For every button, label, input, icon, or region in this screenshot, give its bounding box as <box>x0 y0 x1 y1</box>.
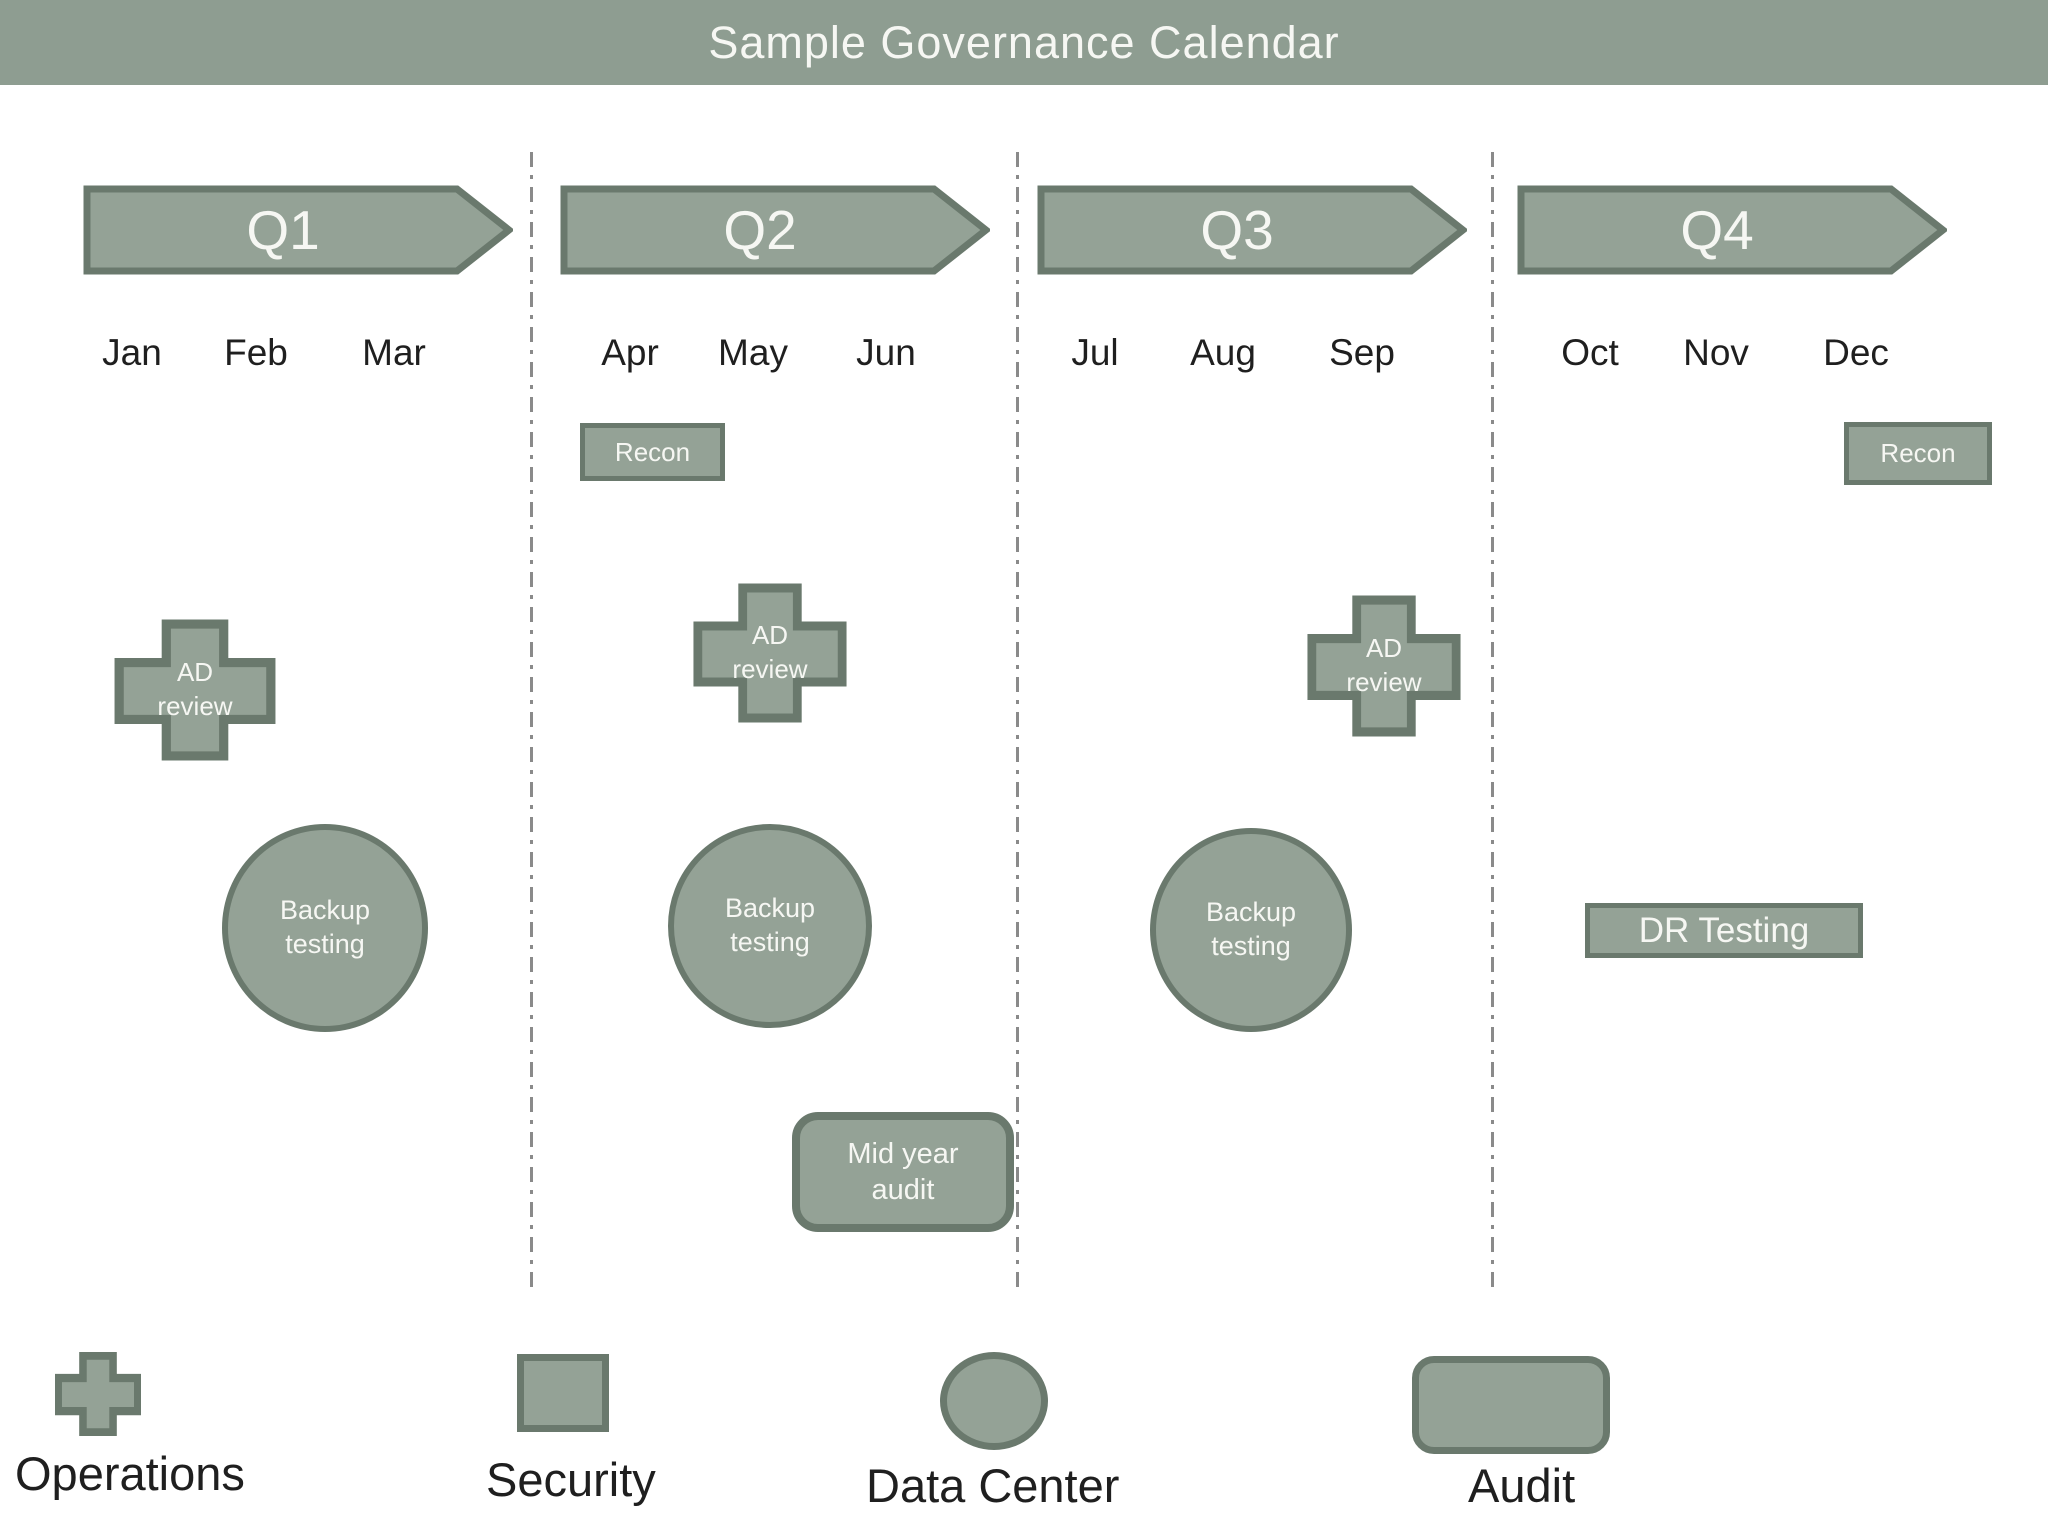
event-backup-testing-q1: Backup testing <box>222 824 428 1032</box>
legend-label-security: Security <box>486 1453 656 1506</box>
month-label-jan: Jan <box>102 332 162 373</box>
event-label: Mid year audit <box>847 1137 959 1206</box>
title-bar: Sample Governance Calendar <box>0 0 2048 85</box>
month-label-apr: Apr <box>601 332 659 373</box>
cross-icon <box>693 583 847 723</box>
event-mid-year-audit: Mid year audit <box>792 1112 1014 1232</box>
month-label-jul: Jul <box>1071 332 1119 373</box>
quarter-arrow-q1: Q1 <box>83 185 513 275</box>
arrow-right-icon <box>83 185 513 275</box>
legend-data-center-swatch <box>940 1352 1048 1450</box>
legend-label-operations: Operations <box>15 1447 245 1500</box>
arrow-right-icon <box>560 185 990 275</box>
event-ad-review-q3: AD review <box>1306 594 1462 738</box>
cross-icon <box>1307 595 1461 737</box>
event-label: AD review <box>732 620 808 684</box>
cross-icon <box>114 619 276 761</box>
quarter-label-q1: Q1 <box>246 199 320 261</box>
quarter-label-q2: Q2 <box>723 199 797 261</box>
month-label-may: May <box>718 332 788 373</box>
event-backup-testing-q2: Backup testing <box>668 824 872 1028</box>
quarter-label-q4: Q4 <box>1680 199 1754 261</box>
legend-audit-swatch <box>1412 1356 1610 1454</box>
quarter-arrow-q2: Q2 <box>560 185 990 275</box>
arrow-right-icon <box>1037 185 1467 275</box>
month-label-oct: Oct <box>1561 332 1619 373</box>
legend-security-swatch <box>517 1354 609 1432</box>
event-label: Backup testing <box>1205 897 1297 961</box>
quarter-divider-q1-q2 <box>530 152 533 1288</box>
event-dr-testing: DR Testing <box>1585 903 1863 958</box>
page-title: Sample Governance Calendar <box>708 16 1340 68</box>
event-recon-apr: Recon <box>580 423 725 481</box>
quarter-arrow-q3: Q3 <box>1037 185 1467 275</box>
month-label-dec: Dec <box>1823 332 1889 373</box>
quarter-label-q3: Q3 <box>1200 199 1274 261</box>
month-label-feb: Feb <box>224 332 288 373</box>
month-label-sep: Sep <box>1329 332 1395 373</box>
event-label: Backup testing <box>724 893 816 957</box>
month-label-jun: Jun <box>856 332 916 373</box>
cross-icon <box>55 1352 141 1436</box>
quarter-arrow-q4: Q4 <box>1517 185 1947 275</box>
event-ad-review-q2: AD review <box>692 582 848 724</box>
event-recon-dec: Recon <box>1844 422 1992 485</box>
month-label-nov: Nov <box>1683 332 1749 373</box>
event-ad-review-q1: AD review <box>113 618 277 762</box>
event-label: DR Testing <box>1638 910 1810 950</box>
event-backup-testing-q3: Backup testing <box>1150 828 1352 1032</box>
event-label: AD review <box>157 657 233 721</box>
quarter-divider-q3-q4 <box>1491 152 1494 1288</box>
month-label-mar: Mar <box>362 332 426 373</box>
arrow-right-icon <box>1517 185 1947 275</box>
event-label: Recon <box>1880 438 1956 469</box>
event-label: AD review <box>1346 633 1422 697</box>
month-label-aug: Aug <box>1190 332 1256 373</box>
legend-label-audit: Audit <box>1468 1459 1576 1512</box>
quarter-divider-q2-q3 <box>1016 152 1019 1288</box>
event-label: Backup testing <box>279 895 371 959</box>
legend-operations-swatch <box>55 1352 141 1436</box>
legend-label-data-center: Data Center <box>866 1459 1120 1512</box>
event-label: Recon <box>614 436 691 467</box>
